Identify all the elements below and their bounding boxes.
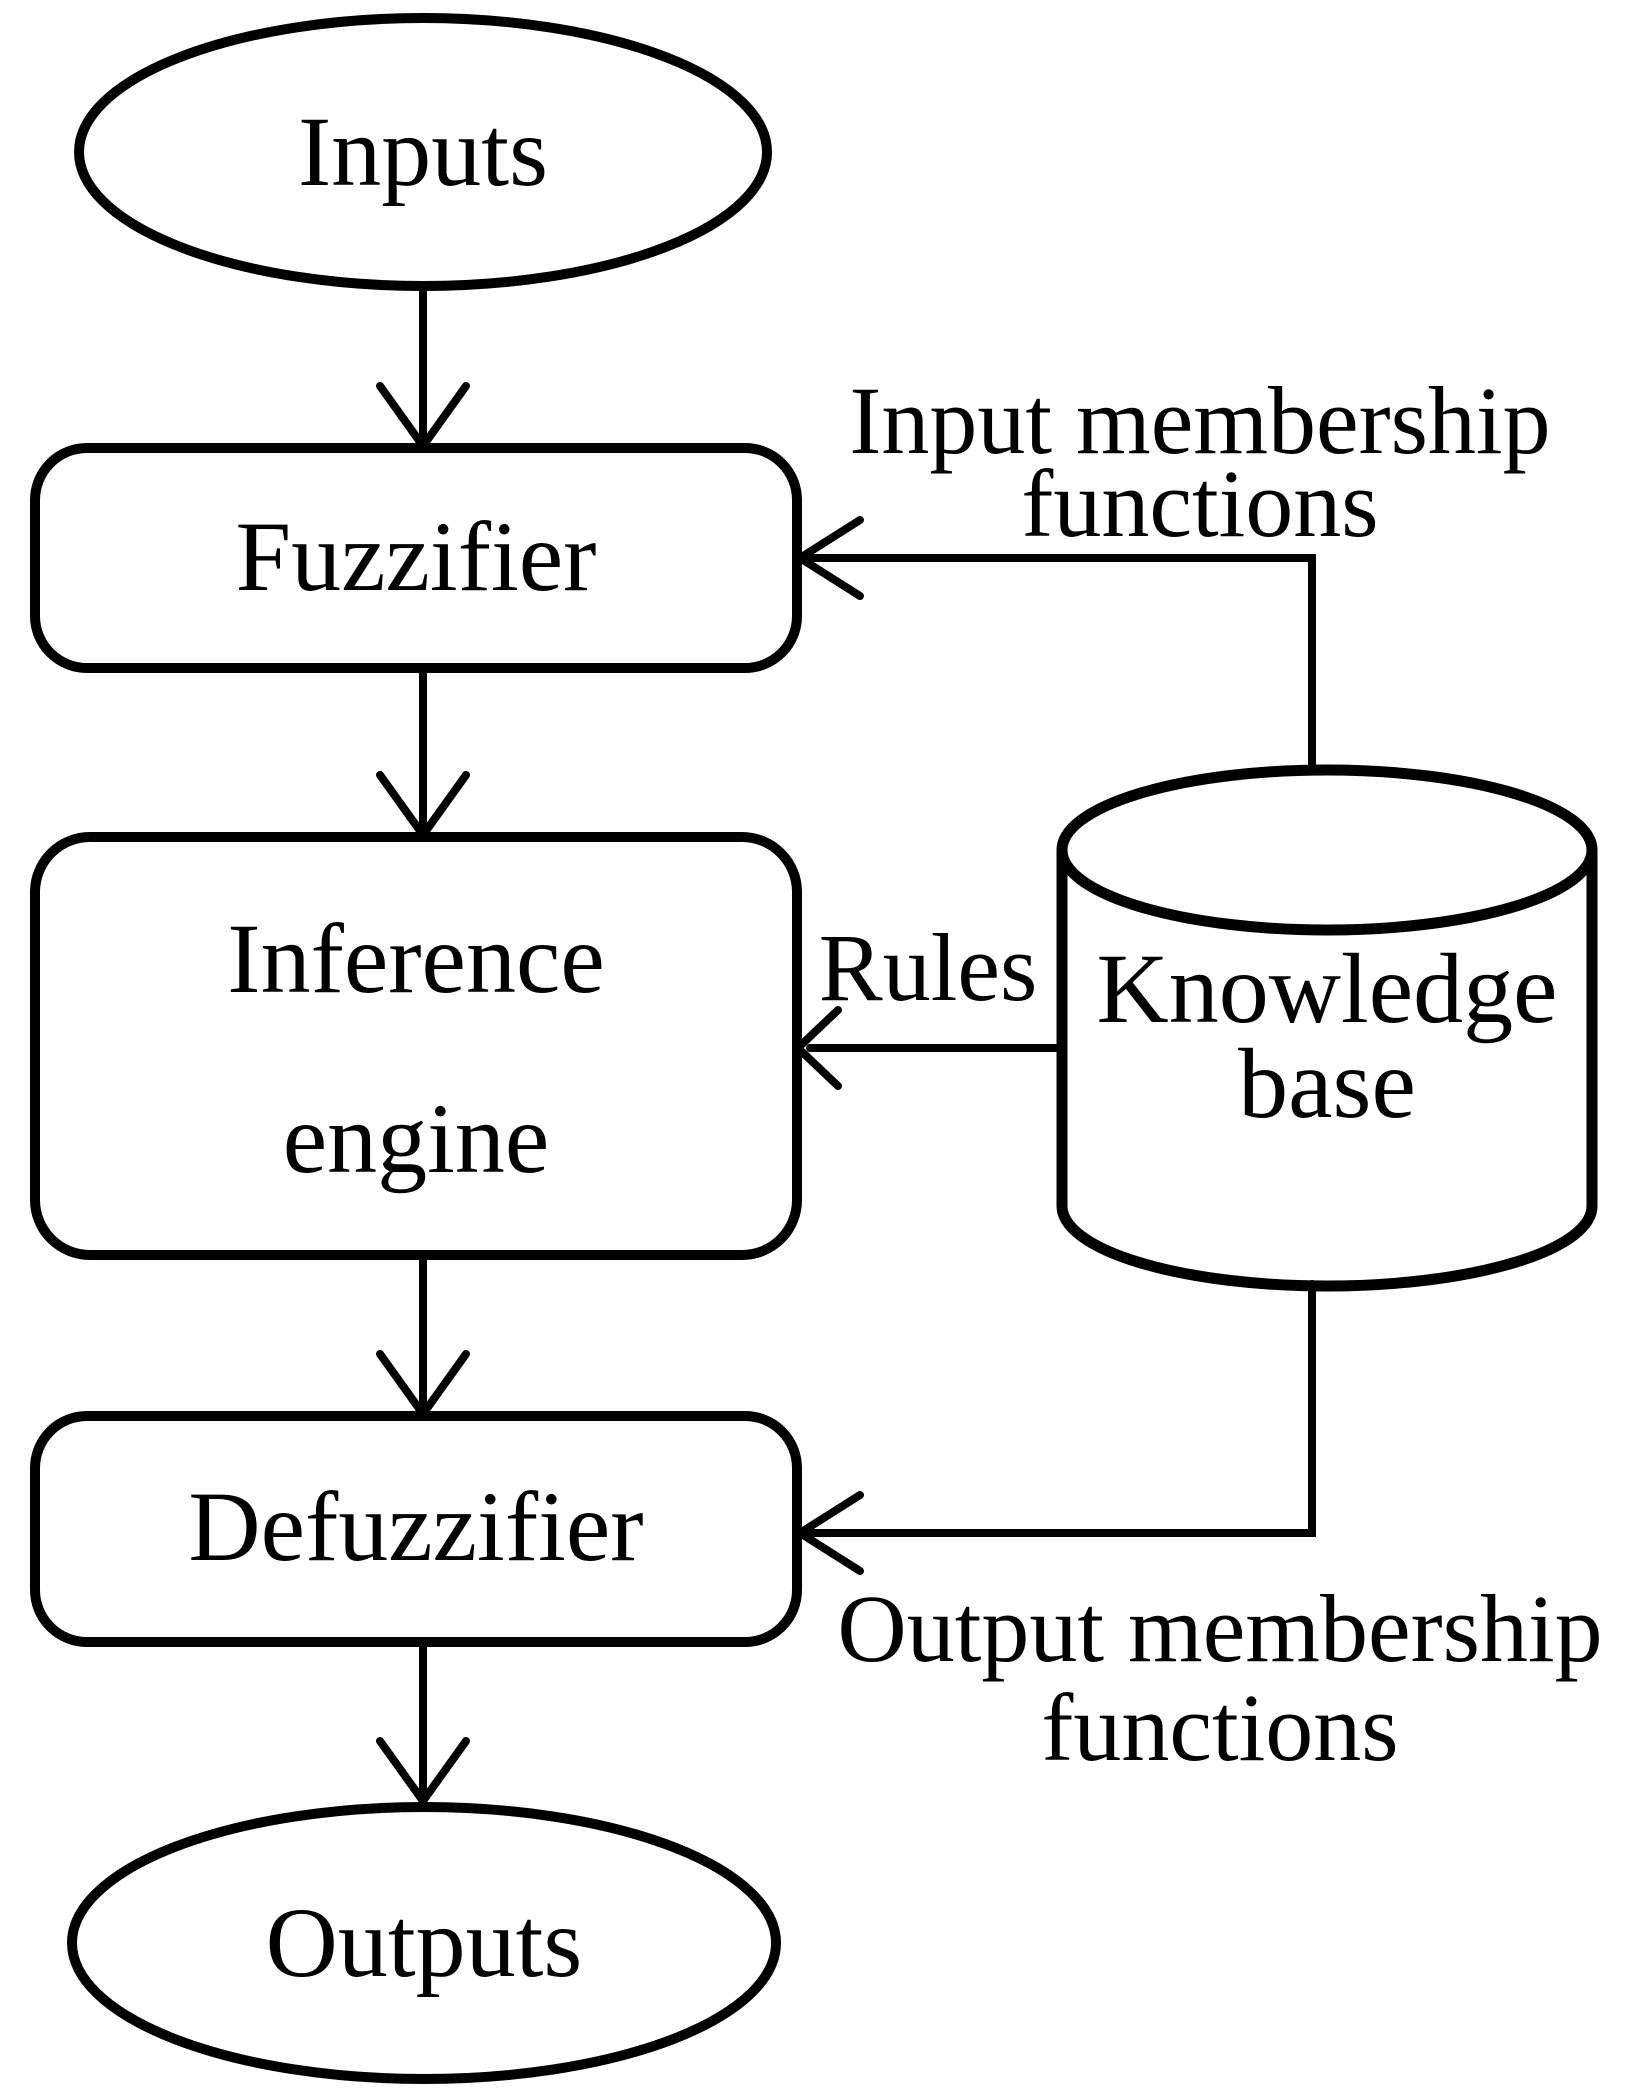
inference-engine-label-line2: engine (283, 1083, 550, 1194)
outputs-ellipse (67, 1802, 781, 2084)
inference-engine-box (30, 832, 802, 1260)
defuzzifier-label: Defuzzifier (188, 1471, 643, 1582)
output-membership-label-line1: Output membership (837, 1575, 1602, 1682)
fuzzifier-label: Fuzzifier (236, 501, 597, 612)
arrow-fuzzifier-to-inference (376, 664, 470, 839)
edge-label-rules: Rules (819, 914, 1038, 1021)
connector-kb-to-fuzzifier (796, 516, 1316, 776)
arrow-inputs-to-fuzzifier (376, 284, 470, 450)
output-membership-label-line2: functions (1041, 1674, 1398, 1781)
rules-label: Rules (819, 914, 1038, 1021)
node-knowledge-base: Knowledge base (1056, 764, 1598, 1292)
edge-label-output-membership: Output membership functions (837, 1575, 1602, 1781)
node-inputs: Inputs (74, 13, 772, 291)
node-fuzzifier: Fuzzifier (30, 443, 802, 673)
inference-engine-label-line1: Inference (227, 903, 604, 1014)
input-membership-label-line1: Input membership (849, 367, 1550, 474)
arrow-inference-to-defuzzifier (376, 1251, 470, 1418)
node-defuzzifier: Defuzzifier (30, 1411, 802, 1647)
knowledge-base-label-line2: base (1238, 1028, 1416, 1139)
knowledge-base-cylinder-top (1056, 764, 1598, 936)
defuzzifier-box (30, 1411, 802, 1647)
edge-label-input-membership: Input membership functions (849, 367, 1550, 557)
connector-kb-to-inference (794, 1006, 1066, 1090)
connector-kb-to-defuzzifier (796, 1280, 1316, 1575)
arrow-defuzzifier-to-outputs (376, 1638, 470, 1805)
arrowhead-down-icon (376, 1737, 470, 1805)
fuzzifier-box (30, 443, 802, 673)
node-inference-engine: Inference engine (30, 832, 802, 1260)
inputs-label: Inputs (298, 96, 548, 207)
input-membership-label-line2: functions (1021, 450, 1378, 557)
inputs-ellipse (74, 13, 772, 291)
knowledge-base-cylinder-body (1056, 850, 1598, 1292)
knowledge-base-label-line1: Knowledge (1097, 933, 1558, 1044)
node-outputs: Outputs (67, 1802, 781, 2084)
outputs-label: Outputs (266, 1887, 583, 1998)
